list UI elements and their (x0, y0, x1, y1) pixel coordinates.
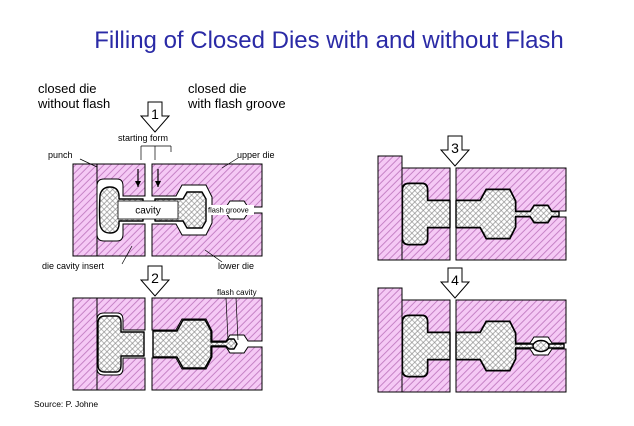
stage-2-workpiece-left (97, 315, 145, 373)
step-arrow-2-icon (139, 265, 171, 297)
stage-2-upper-die (151, 297, 263, 342)
starting-form-leader (140, 145, 172, 160)
label-closed-die-with-flash-line2: with flash groove (187, 96, 286, 111)
flash-groove-label: flash groove (208, 206, 249, 215)
step-arrow-2: 2 (139, 265, 171, 297)
step-number-4: 4 (451, 272, 459, 288)
upper-die-leader (221, 157, 239, 169)
source-credit: Source: P. Johne (34, 399, 98, 409)
label-closed-die-with-flash-line1: closed die (188, 81, 247, 96)
stage-1-closed-die-with-flash-groove (151, 163, 263, 257)
stage-3-closed-die-without-flash (377, 155, 451, 261)
step-number-2: 2 (151, 270, 159, 286)
stage-2-punch (72, 297, 98, 391)
stage-1-punch (72, 163, 98, 257)
stage-1: cavity flash groove starting form punch … (42, 133, 275, 271)
stage-2-lower-die (151, 346, 263, 391)
step-arrow-1-icon (139, 101, 171, 133)
stage-2-closed-die-without-flash (72, 297, 146, 391)
flash-cavity-leader (225, 297, 239, 341)
stage-3-punch (377, 155, 403, 261)
stage-4-closed-die-with-flash-groove (455, 299, 567, 393)
stage-4 (377, 287, 567, 393)
stage-3-closed-die-with-flash-groove (455, 167, 567, 261)
stage-4-workpiece-left (401, 314, 451, 378)
stage-3 (377, 155, 567, 261)
cavity-label: cavity (135, 206, 161, 217)
stage-2: flash cavity (72, 288, 263, 391)
stage-3-workpiece-left (401, 182, 451, 246)
die-cavity-insert-label: die cavity insert (42, 261, 105, 271)
stage-1-die-cavity-insert (96, 223, 146, 257)
stage-2-workpiece-right (152, 319, 238, 369)
label-closed-die-without-flash-line2: without flash (37, 96, 110, 111)
stage-3-workpiece-right (455, 188, 560, 240)
cavity-label-box (117, 200, 179, 220)
step-number-3: 3 (451, 140, 459, 156)
flash-cavity-label: flash cavity (217, 288, 257, 297)
step-arrow-3: 3 (439, 135, 471, 167)
punch-label: punch (48, 150, 73, 160)
stage-2-upper-die-half (96, 297, 146, 331)
stage-2-closed-die-with-flash-groove (151, 297, 263, 391)
step-arrow-3-icon (439, 135, 471, 167)
lower-die-label: lower die (218, 261, 254, 271)
stage-4-closed-die-without-flash (377, 287, 451, 393)
stage-4-punch (377, 287, 403, 393)
die-cavity-insert-leader (121, 245, 133, 265)
punch-leader (79, 158, 98, 168)
upper-die-label: upper die (237, 150, 275, 160)
label-closed-die-without-flash-line1: closed die (38, 81, 97, 96)
stage-4-workpiece-right (455, 320, 565, 372)
page-title: Filling of Closed Dies with and without … (94, 27, 564, 54)
step-number-1: 1 (151, 106, 159, 122)
step-arrow-1: 1 (139, 101, 171, 133)
stage-1-upper-die-half (96, 163, 146, 197)
starting-form-label: starting form (118, 133, 168, 143)
step-arrow-4-icon (439, 267, 471, 299)
step-arrow-4: 4 (439, 267, 471, 299)
lower-die-leader (204, 249, 223, 263)
stage-2-die-cavity-insert (96, 357, 146, 391)
stage-4-flash-in-cavity (532, 339, 550, 353)
flash-groove-label-background (207, 205, 254, 215)
